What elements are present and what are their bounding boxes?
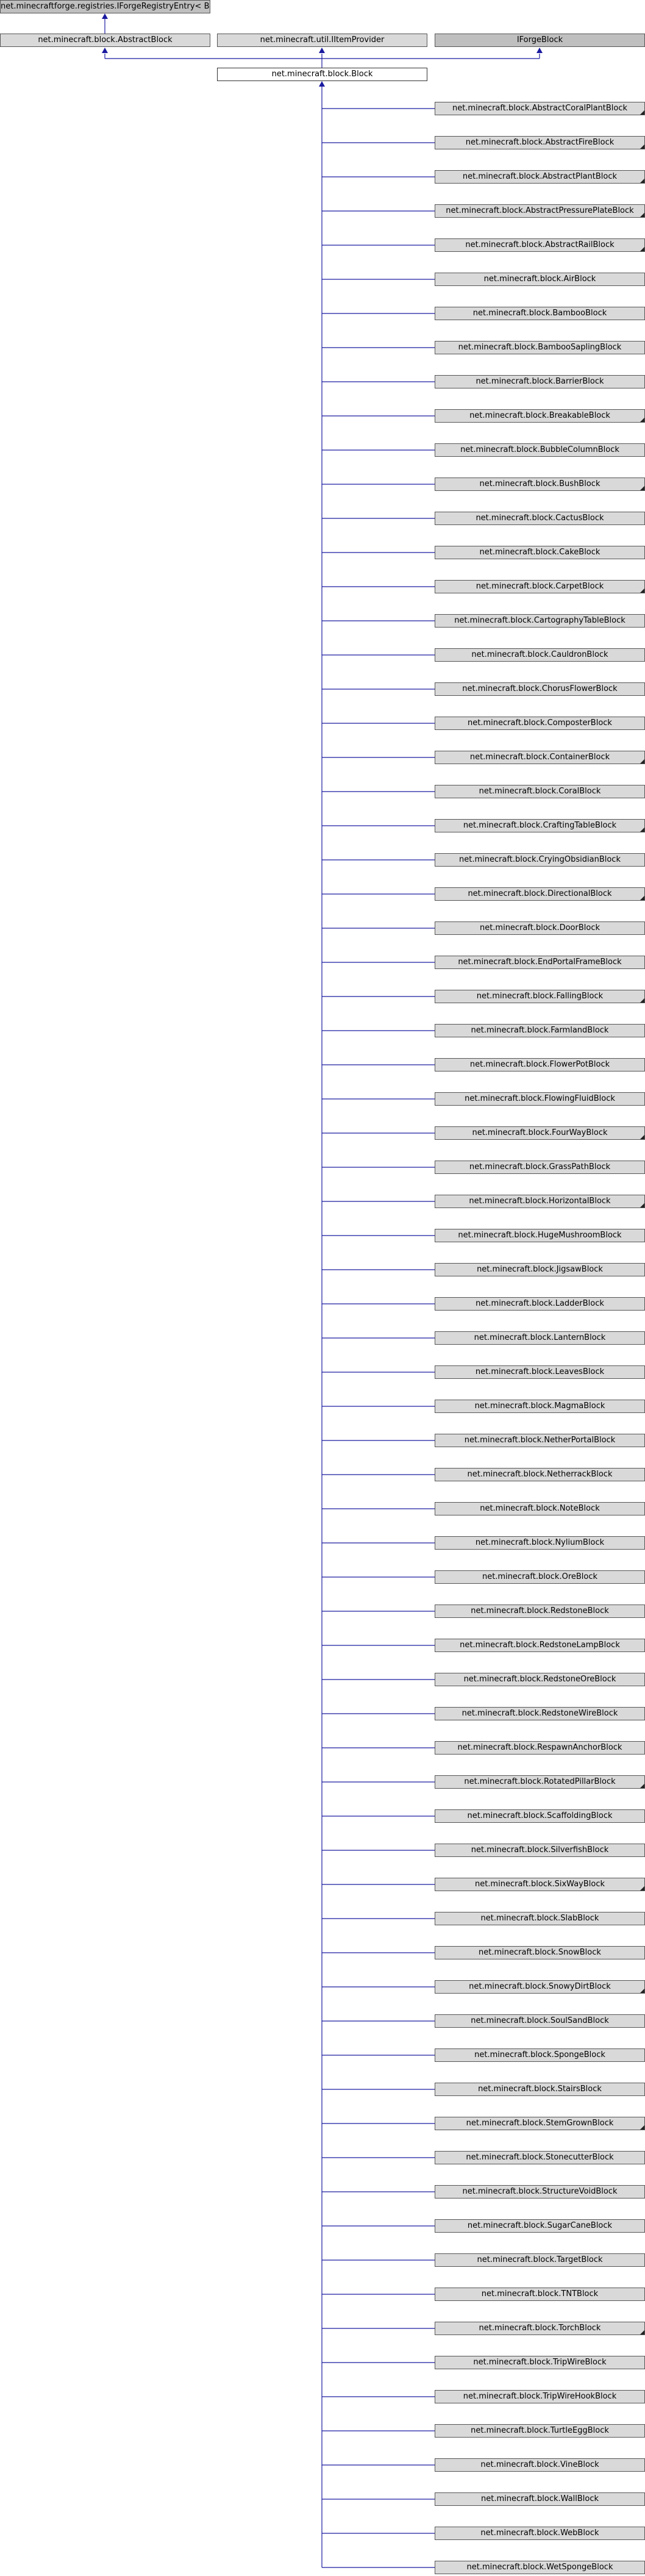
node-subclass[interactable]: net.minecraft.block.ComposterBlock [435, 717, 645, 730]
node-subclass[interactable]: net.minecraft.block.SnowyDirtBlock [435, 1980, 645, 1994]
node-subclass[interactable]: net.minecraft.block.FarmlandBlock [435, 1024, 645, 1037]
node-subclass[interactable]: net.minecraft.block.CoralBlock [435, 785, 645, 798]
node-subclass[interactable]: net.minecraft.block.StructureVoidBlock [435, 2185, 645, 2199]
node-subclass[interactable]: net.minecraft.block.NetherrackBlock [435, 1468, 645, 1481]
node-subclass[interactable]: net.minecraft.block.TripWireHookBlock [435, 2390, 645, 2403]
node-subclass[interactable]: net.minecraft.block.ContainerBlock [435, 751, 645, 764]
node-subclass[interactable]: net.minecraft.block.SugarCaneBlock [435, 2219, 645, 2233]
node-subclass[interactable]: net.minecraft.block.JigsawBlock [435, 1263, 645, 1276]
node-subclass[interactable]: net.minecraft.block.FlowerPotBlock [435, 1058, 645, 1072]
node-subclass[interactable]: net.minecraft.block.CakeBlock [435, 546, 645, 559]
node-subclass[interactable]: net.minecraft.block.AbstractCoralPlantBl… [435, 102, 645, 115]
node-subclass[interactable]: net.minecraft.block.TurtleEggBlock [435, 2424, 645, 2438]
node-subclass[interactable]: net.minecraft.block.WetSpongeBlock [435, 2561, 645, 2574]
node-subclass[interactable]: net.minecraft.block.SilverfishBlock [435, 1844, 645, 1857]
node-subclass[interactable]: net.minecraft.block.BreakableBlock [435, 409, 645, 423]
arrowhead-registryentry [102, 13, 108, 19]
node-subclass[interactable]: net.minecraft.block.GrassPathBlock [435, 1161, 645, 1174]
node-subclass[interactable]: net.minecraft.block.DirectionalBlock [435, 887, 645, 901]
node-subclass[interactable]: net.minecraft.block.ScaffoldingBlock [435, 1809, 645, 1823]
node-subclass[interactable]: net.minecraft.block.WebBlock [435, 2527, 645, 2540]
node-subclass[interactable]: net.minecraft.block.OreBlock [435, 1570, 645, 1584]
node-subclass[interactable]: net.minecraft.block.LanternBlock [435, 1331, 645, 1345]
node-subclass[interactable]: net.minecraft.block.FlowingFluidBlock [435, 1092, 645, 1106]
node-subclass[interactable]: net.minecraft.block.ChorusFlowerBlock [435, 682, 645, 696]
node-abstractblock[interactable]: net.minecraft.block.AbstractBlock [0, 34, 210, 47]
node-subclass[interactable]: net.minecraft.block.BubbleColumnBlock [435, 443, 645, 457]
node-subclass[interactable]: net.minecraft.block.SlabBlock [435, 1912, 645, 1925]
node-iforgeblock[interactable]: IForgeBlock [435, 34, 645, 47]
node-subclass[interactable]: net.minecraft.block.RedstoneOreBlock [435, 1673, 645, 1686]
node-subclass[interactable]: net.minecraft.block.HugeMushroomBlock [435, 1229, 645, 1242]
arrowhead-block [319, 81, 325, 87]
node-subclass[interactable]: net.minecraft.block.NoteBlock [435, 1502, 645, 1515]
node-subclass[interactable]: net.minecraft.block.CryingObsidianBlock [435, 853, 645, 867]
arrowhead-iforgeblock [536, 48, 543, 53]
node-subclass[interactable]: net.minecraft.block.CraftingTableBlock [435, 819, 645, 832]
node-subclass[interactable]: net.minecraft.block.BambooSaplingBlock [435, 341, 645, 354]
node-subclass[interactable]: net.minecraft.block.SoulSandBlock [435, 2014, 645, 2028]
node-subclass[interactable]: net.minecraft.block.RotatedPillarBlock [435, 1775, 645, 1789]
node-subclass[interactable]: net.minecraft.block.TargetBlock [435, 2253, 645, 2267]
node-subclass[interactable]: net.minecraft.block.BushBlock [435, 478, 645, 491]
node-subclass[interactable]: net.minecraft.block.LadderBlock [435, 1297, 645, 1311]
node-subclass[interactable]: net.minecraft.block.FallingBlock [435, 990, 645, 1003]
node-subclass[interactable]: net.minecraft.block.FourWayBlock [435, 1126, 645, 1140]
node-iforgeregistryentry[interactable]: net.minecraftforge.registries.IForgeRegi… [0, 0, 210, 13]
arrowhead-iitemprovider [319, 48, 325, 53]
node-subclass[interactable]: net.minecraft.block.BarrierBlock [435, 375, 645, 388]
node-subclass[interactable]: net.minecraft.block.LeavesBlock [435, 1365, 645, 1379]
node-block-main-class[interactable]: net.minecraft.block.Block [217, 68, 427, 81]
node-subclass[interactable]: net.minecraft.block.TripWireBlock [435, 2356, 645, 2369]
node-subclass[interactable]: net.minecraft.block.CarpetBlock [435, 580, 645, 593]
node-subclass[interactable]: net.minecraft.block.AbstractPressurePlat… [435, 204, 645, 218]
node-subclass[interactable]: net.minecraft.block.RedstoneLampBlock [435, 1639, 645, 1652]
node-subclass[interactable]: net.minecraft.block.AbstractFireBlock [435, 136, 645, 149]
node-subclass[interactable]: net.minecraft.block.AbstractRailBlock [435, 238, 645, 252]
node-subclass[interactable]: net.minecraft.block.MagmaBlock [435, 1400, 645, 1413]
node-subclass[interactable]: net.minecraft.block.AbstractPlantBlock [435, 170, 645, 184]
node-subclass[interactable]: net.minecraft.block.NyliumBlock [435, 1536, 645, 1550]
node-subclass[interactable]: net.minecraft.block.AirBlock [435, 273, 645, 286]
node-subclass[interactable]: net.minecraft.block.TNTBlock [435, 2288, 645, 2301]
node-subclass[interactable]: net.minecraft.block.SpongeBlock [435, 2048, 645, 2062]
node-subclass[interactable]: net.minecraft.block.CactusBlock [435, 512, 645, 525]
node-iitemprovider[interactable]: net.minecraft.util.IItemProvider [217, 34, 427, 47]
node-subclass[interactable]: net.minecraft.block.NetherPortalBlock [435, 1434, 645, 1447]
node-subclass[interactable]: net.minecraft.block.StonecutterBlock [435, 2151, 645, 2164]
node-subclass[interactable]: net.minecraft.block.TorchBlock [435, 2322, 645, 2335]
node-subclass[interactable]: net.minecraft.block.StairsBlock [435, 2083, 645, 2096]
node-subclass[interactable]: net.minecraft.block.SixWayBlock [435, 1878, 645, 1891]
node-subclass[interactable]: net.minecraft.block.WallBlock [435, 2492, 645, 2506]
node-subclass[interactable]: net.minecraft.block.RespawnAnchorBlock [435, 1741, 645, 1755]
node-subclass[interactable]: net.minecraft.block.RedstoneWireBlock [435, 1707, 645, 1720]
node-subclass[interactable]: net.minecraft.block.CauldronBlock [435, 648, 645, 662]
node-subclass[interactable]: net.minecraft.block.SnowBlock [435, 1946, 645, 1959]
node-subclass[interactable]: net.minecraft.block.VineBlock [435, 2458, 645, 2472]
node-subclass[interactable]: net.minecraft.block.CartographyTableBloc… [435, 614, 645, 628]
arrowhead-abstractblock [102, 48, 108, 53]
node-subclass[interactable]: net.minecraft.block.StemGrownBlock [435, 2117, 645, 2130]
node-subclass[interactable]: net.minecraft.block.RedstoneBlock [435, 1605, 645, 1618]
node-subclass[interactable]: net.minecraft.block.HorizontalBlock [435, 1195, 645, 1208]
node-subclass[interactable]: net.minecraft.block.EndPortalFrameBlock [435, 956, 645, 969]
node-subclass[interactable]: net.minecraft.block.DoorBlock [435, 921, 645, 935]
node-subclass[interactable]: net.minecraft.block.BambooBlock [435, 307, 645, 320]
